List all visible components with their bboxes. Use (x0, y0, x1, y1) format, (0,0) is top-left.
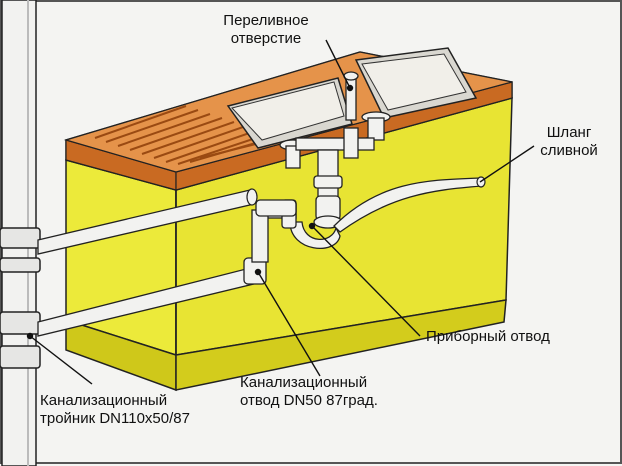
sink-bowl-right (354, 47, 478, 119)
sewer-elbow-leader-dot (254, 268, 262, 276)
overflow-tube (343, 71, 359, 121)
overflow-leader-line (325, 39, 351, 89)
sewer-elbow-label-line1: Канализационный (240, 374, 368, 391)
sewer-tee-label-line2: тройник DN110x50/87 (40, 410, 190, 427)
drain-hose-label-line2: сливной (540, 142, 598, 159)
sewer-tee-label-line1: Канализационный (40, 392, 168, 409)
appliance-elbow-label: Приборный отвод (426, 328, 550, 345)
sewer-riser-pipe (0, 0, 41, 466)
appliance-elbow-leader-dot (308, 222, 316, 230)
sewer-tee-leader-dot (26, 332, 34, 340)
sewer-elbow-leader-line (257, 271, 321, 377)
upper-drain-pipe (37, 188, 258, 255)
sewer-tee-label: Канализационный тройник DN110x50/87 (40, 392, 190, 428)
sewer-elbow-label: Канализационный отвод DN50 87град. (240, 374, 378, 410)
lower-drain-pipe (37, 199, 297, 337)
drain-hose-label-line1: Шланг (546, 124, 592, 141)
overflow-leader-dot (346, 84, 354, 92)
drain-hose-label: Шланг сливной (526, 124, 612, 160)
hose-leader-line (479, 145, 535, 183)
leader-lines (26, 39, 535, 385)
appliance-elbow-leader-line (311, 225, 421, 337)
sewer-tee-leader-line (29, 335, 93, 385)
overflow-label: Переливное отверстие (204, 12, 328, 48)
overflow-label-line1: Переливное (223, 12, 309, 29)
overflow-label-line2: отверстие (230, 30, 302, 47)
sink-bowl-left (226, 77, 353, 149)
sewer-elbow-label-line2: отвод DN50 87град. (240, 392, 378, 409)
